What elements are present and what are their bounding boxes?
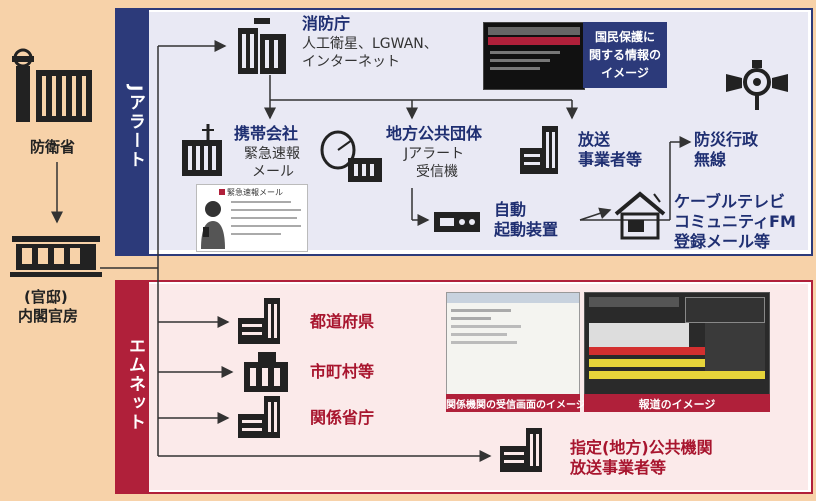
prefecture-label: 都道府県	[310, 312, 375, 331]
receiver-caption-box: 関係機関の受信画面のイメージ	[446, 394, 586, 412]
auto-device-2: 起動装置	[494, 220, 559, 239]
fdma-sub-2: インターネット	[302, 54, 400, 70]
mobile-title: 携帯会社	[234, 124, 299, 143]
broadcaster-building-icon	[520, 126, 558, 174]
cable-3: 登録メール等	[674, 232, 771, 251]
receiver-screen-image	[446, 292, 580, 396]
emnet-tab: エムネット	[117, 282, 149, 492]
broadcast-title-2: 事業者等	[578, 150, 643, 169]
screen-caption-1: 国民保護に	[594, 30, 655, 44]
fdma-title: 消防庁	[302, 14, 351, 33]
screen-caption-2: 関する情報の	[588, 48, 661, 62]
emnet-tab-label: エムネット	[125, 337, 145, 432]
news-caption: 報道のイメージ	[638, 398, 716, 411]
designated-label-2: 放送事業者等	[570, 458, 667, 477]
cabinet-label-2: 内閣官房	[18, 307, 79, 325]
designated-label-1: 指定(地方)公共機関	[570, 438, 713, 457]
local-sub-2: 受信機	[416, 164, 458, 180]
mobile-carrier-building-icon	[182, 124, 222, 176]
person-with-phone-icon	[201, 201, 225, 249]
local-government-title: 地方公共団体	[386, 124, 483, 143]
designated-agency-building-icon	[500, 428, 542, 472]
mobile-sub-1: 緊急速報	[244, 146, 300, 162]
cabinet-office-building-icon	[10, 236, 102, 277]
fdma-sub-1: 人工衛星、LGWAN、	[302, 36, 438, 52]
auto-start-device-icon	[434, 212, 480, 232]
mobile-sub-2: メール	[252, 164, 294, 180]
disaster-radio-2: 無線	[694, 150, 727, 169]
mod-label: 防衛省	[30, 138, 76, 156]
fdma-building-icon	[238, 18, 286, 74]
news-broadcast-image	[584, 292, 770, 396]
jalert-tab: Jアラート	[117, 10, 149, 254]
cabinet-label-1: (官邸)	[24, 288, 68, 306]
screen-caption-box: 国民保護に 関する情報の イメージ	[583, 22, 667, 88]
broadcast-title-1: 放送	[578, 130, 611, 149]
cable-1: ケーブルテレビ	[674, 192, 786, 211]
ministries-label: 関係省庁	[310, 408, 375, 427]
disaster-radio-1: 防災行政	[694, 130, 759, 149]
cable-2: コミュニティFM	[674, 212, 796, 231]
home-tv-icon	[614, 191, 666, 240]
news-caption-box: 報道のイメージ	[584, 394, 770, 412]
auto-device-1: 自動	[494, 200, 527, 219]
satellite-dish-icon	[320, 130, 382, 182]
local-sub-1: Jアラート	[404, 146, 465, 162]
screen-caption-3: イメージ	[601, 66, 649, 80]
emergency-mail-header: 緊急速報メール	[227, 188, 283, 197]
siren-speaker-icon	[726, 60, 788, 110]
receiver-caption: 関係機関の受信画面のイメージ	[446, 400, 586, 411]
jalert-tab-label: Jアラート	[125, 85, 145, 170]
municipality-label: 市町村等	[310, 362, 375, 381]
municipality-building-icon	[244, 352, 288, 392]
emergency-mail-image: 緊急速報メール	[196, 184, 308, 252]
civil-protection-screen-image	[483, 22, 585, 90]
to-cable-arrow	[579, 207, 612, 221]
ministry-of-defense-building-icon	[12, 48, 92, 122]
prefecture-building-icon	[238, 298, 280, 344]
ministries-building-icon	[238, 396, 280, 438]
